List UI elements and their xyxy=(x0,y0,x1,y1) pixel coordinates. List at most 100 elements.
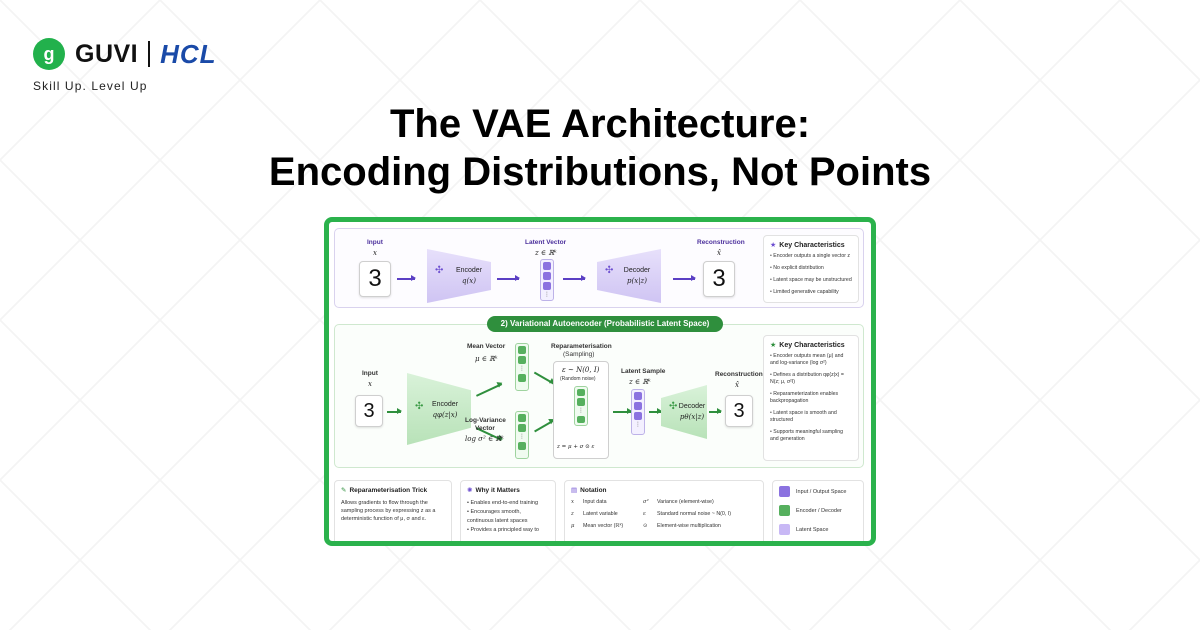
ae-arrow-1 xyxy=(397,275,416,281)
lightbulb-icon: ✺ xyxy=(467,487,473,494)
vae-decoder-shape xyxy=(661,385,707,439)
vae-logvar-vector: ⋮ xyxy=(515,411,529,459)
ae-kc-item: Limited generative capability xyxy=(770,289,852,296)
vae-kc-item: Latent space is smooth and structured xyxy=(770,410,852,424)
vae-mean-label: Mean Vector xyxy=(467,343,506,350)
page-title-line2: Encoding Distributions, Not Points xyxy=(268,150,932,194)
why-item: Enables end-to-end training xyxy=(467,499,549,508)
sampling-box: ε ~ N(0, I) (Random noise) ⋮ z = μ + σ ⊙… xyxy=(553,361,609,459)
brand-tagline: Skill Up. Level Up xyxy=(33,79,148,93)
ae-input-digit: 3 xyxy=(359,261,391,297)
vae-arrow-1 xyxy=(387,408,402,414)
ae-latent-math: z ∈ ℝᵏ xyxy=(535,249,557,257)
vae-kc-item: Defines a distribution qφ(z|x) = N(z; μ,… xyxy=(770,372,852,386)
ae-arrow-4 xyxy=(673,275,696,281)
vae-mean-math: μ ∈ ℝᵏ xyxy=(475,355,498,363)
vae-arrow-mean xyxy=(475,383,503,397)
vae-mean-vector: ⋮ xyxy=(515,343,529,391)
vae-encoder-math: qφ(z|x) xyxy=(432,411,458,419)
reparam-label: Reparameterisation xyxy=(551,343,612,350)
trick-body: Allows gradients to flow through the sam… xyxy=(341,500,436,522)
trick-card: ✎Reparameterisation Trick Allows gradien… xyxy=(334,480,452,541)
vae-arrow-logvar-sample xyxy=(534,419,554,432)
legend-item: Encoder / Decoder xyxy=(779,505,857,516)
vae-input-label: Input xyxy=(362,370,378,377)
book-icon: ▤ xyxy=(571,487,578,494)
vae-arrow-decoder xyxy=(649,408,662,414)
legend-item: Latent Space xyxy=(779,524,857,535)
z-formula: z = μ + σ ⊙ ε xyxy=(557,444,595,450)
vae-logvar-label-2: Vector xyxy=(475,425,495,432)
vae-logvar-math: log σ² ∈ ℝᵏ xyxy=(465,435,504,443)
brand-divider xyxy=(148,41,151,67)
ae-latent-vector: ⋮ xyxy=(540,259,554,301)
ae-recon-digit: 3 xyxy=(703,261,735,297)
ae-encoder-math: q(x) xyxy=(462,277,476,285)
ae-encoder-label: Encoder xyxy=(455,267,483,274)
legend-swatch xyxy=(779,486,790,497)
vae-logvar-label: Log-Variance xyxy=(465,417,506,424)
ae-encoder-shape xyxy=(427,249,491,303)
vae-input-digit: 3 xyxy=(355,395,383,427)
why-card: ✺Why it Matters Enables end-to-end train… xyxy=(460,480,556,541)
eps-vector: ⋮ xyxy=(574,386,588,426)
vae-recon-digit: 3 xyxy=(725,395,753,427)
guvi-wordmark: GUVI xyxy=(75,39,139,68)
vae-latent-sample-vector: ⋮ xyxy=(631,389,645,435)
eps-math: ε ~ N(0, I) xyxy=(562,366,600,374)
vae-kc-item: Encoder outputs mean (μ) and and log-var… xyxy=(770,353,852,367)
why-list: Enables end-to-end training Encourages s… xyxy=(467,499,549,535)
network-icon: ✣ xyxy=(415,401,424,412)
ae-kc-item: Latent space may be unstructured xyxy=(770,277,852,284)
ae-decoder-label: Decoder xyxy=(623,267,651,274)
vae-key-characteristics: ★Key Characteristics Encoder outputs mea… xyxy=(763,335,859,461)
ae-decoder-math: p(x|z) xyxy=(627,277,647,285)
vae-arrow-recon xyxy=(709,408,722,414)
ae-input-label: Input xyxy=(367,239,383,246)
vae-decoder-math: pθ(x|z) xyxy=(679,413,705,421)
vae-sample-label: Latent Sample xyxy=(621,368,666,375)
vae-recon-math: x̂ xyxy=(735,381,739,389)
vae-arrow-mean-sample xyxy=(534,371,554,384)
vae-encoder-label: Encoder xyxy=(431,401,459,408)
eps-note: (Random noise) xyxy=(560,376,596,382)
ae-decoder-shape xyxy=(597,249,661,303)
ae-recon-label: Reconstruction xyxy=(697,239,745,246)
why-title: ✺Why it Matters xyxy=(467,487,520,494)
wand-icon: ✎ xyxy=(341,487,347,494)
network-icon: ✣ xyxy=(669,401,678,412)
network-icon: ✣ xyxy=(435,265,444,276)
vae-input-math: x xyxy=(368,380,372,388)
page-title-line1: The VAE Architecture: xyxy=(389,102,811,146)
star-icon: ★ xyxy=(770,342,777,349)
ae-kc-item: No explicit distribution xyxy=(770,265,852,272)
vae-decoder-label: Decoder xyxy=(678,403,706,410)
vae-sample-math: z ∈ ℝᵏ xyxy=(629,378,651,386)
why-item: Encourages smooth, continuous latent spa… xyxy=(467,508,549,526)
diagram-frame: Input x 3 ✣ Encoder q(x) Latent Vector z… xyxy=(324,217,876,546)
guvi-logo-icon: g xyxy=(33,38,65,70)
legend-card: Input / Output Space Encoder / Decoder L… xyxy=(772,480,864,541)
vae-recon-label: Reconstruction xyxy=(715,371,763,378)
ae-kc-item: Encoder outputs a single vector z xyxy=(770,253,852,260)
ae-latent-label: Latent Vector xyxy=(525,239,567,246)
star-icon: ★ xyxy=(770,242,777,249)
vae-panel: 2) Variational Autoencoder (Probabilisti… xyxy=(334,316,864,468)
notation-title: ▤Notation xyxy=(571,487,607,494)
network-icon: ✣ xyxy=(605,265,614,276)
legend-swatch xyxy=(779,505,790,516)
ae-arrow-2 xyxy=(497,275,520,281)
legend-item: Input / Output Space xyxy=(779,486,857,497)
vae-kc-item: Reparameterization enables backpropagati… xyxy=(770,391,852,405)
hcl-wordmark: HCL xyxy=(160,38,217,69)
why-item: Provides a principled way to xyxy=(467,526,549,535)
legend-swatch xyxy=(779,524,790,535)
trick-title: ✎Reparameterisation Trick xyxy=(341,487,428,494)
ae-input-math: x xyxy=(373,249,377,257)
reparam-label-2: (Sampling) xyxy=(563,351,595,358)
brand-header: g GUVI HCL xyxy=(33,38,217,70)
ae-kc-title: ★Key Characteristics xyxy=(770,242,845,249)
vae-banner: 2) Variational Autoencoder (Probabilisti… xyxy=(487,316,723,332)
